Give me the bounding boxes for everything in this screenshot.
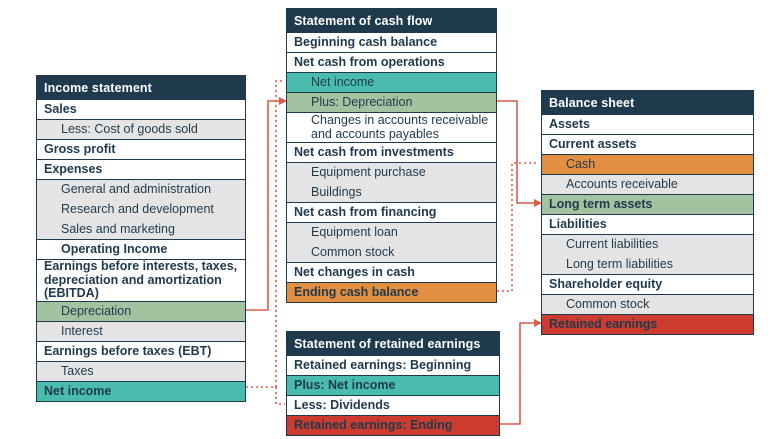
connector-income-net-income-to-retained-plus-net-income [275, 387, 285, 405]
table-row: Current assets [542, 134, 753, 154]
table-row: Sales [37, 99, 245, 119]
connector-cashflow-ending-cash-balance-to-balance-cash [497, 162, 539, 292]
table-row: Common stock [287, 242, 496, 262]
table-row: Accounts receivable [542, 174, 753, 194]
connector-retained-earnings-ending-to-balance-retained-earnings [500, 319, 542, 425]
table-row: Long term assets [542, 194, 753, 214]
table-row: Plus: Depreciation [287, 92, 496, 112]
table-row: Net income [37, 381, 245, 401]
table-row: Less: Dividends [287, 395, 499, 415]
retained-earnings-title: Statement of retained earnings [287, 332, 499, 355]
table-row: General and administration [37, 179, 245, 199]
table-row: Liabilities [542, 214, 753, 234]
balance-sheet-title: Balance sheet [542, 91, 753, 114]
cash-flow-title: Statement of cash flow [287, 9, 496, 32]
table-row: Net cash from investments [287, 142, 496, 162]
table-row: Current liabilities [542, 234, 753, 254]
table-row: Net income [287, 72, 496, 92]
table-row: Buildings [287, 182, 496, 202]
table-row: Net changes in cash [287, 262, 496, 282]
cash-flow-table: Statement of cash flow Beginning cash ba… [286, 8, 497, 303]
table-row: Depreciation [37, 301, 245, 321]
table-row: Taxes [37, 361, 245, 381]
income-statement-title: Income statement [37, 76, 245, 99]
table-row: Gross profit [37, 139, 245, 159]
table-row: Beginning cash balance [287, 32, 496, 52]
table-row: Plus: Net income [287, 375, 499, 395]
connector-income-net-income-to-cashflow-net-income [246, 80, 285, 388]
table-row: Retained earnings: Beginning [287, 355, 499, 375]
table-row: Expenses [37, 159, 245, 179]
table-row: Assets [542, 114, 753, 134]
table-row: Operating Income [37, 239, 245, 259]
table-row: Retained earnings [542, 314, 753, 334]
table-row: Equipment purchase [287, 162, 496, 182]
connector-cashflow-plus-depreciation-to-balance-long-term-assets [497, 100, 542, 207]
table-row: Changes in accounts receivable and accou… [287, 112, 496, 142]
table-row: Less: Cost of goods sold [37, 119, 245, 139]
table-row: Equipment loan [287, 222, 496, 242]
table-row: Net cash from operations [287, 52, 496, 72]
table-row: Net cash from financing [287, 202, 496, 222]
table-row: Earnings before taxes (EBT) [37, 341, 245, 361]
table-row: Shareholder equity [542, 274, 753, 294]
table-row: Earnings before interests, taxes, deprec… [37, 259, 245, 301]
table-row: Common stock [542, 294, 753, 314]
table-row: Cash [542, 154, 753, 174]
table-row: Sales and marketing [37, 219, 245, 239]
table-row: Ending cash balance [287, 282, 496, 302]
connector-income-depreciation-to-cashflow-plus-depreciation [246, 97, 287, 311]
table-row: Retained earnings: Ending [287, 415, 499, 435]
table-row: Research and development [37, 199, 245, 219]
retained-earnings-table: Statement of retained earnings Retained … [286, 331, 500, 436]
table-row: Interest [37, 321, 245, 341]
table-row: Long term liabilities [542, 254, 753, 274]
